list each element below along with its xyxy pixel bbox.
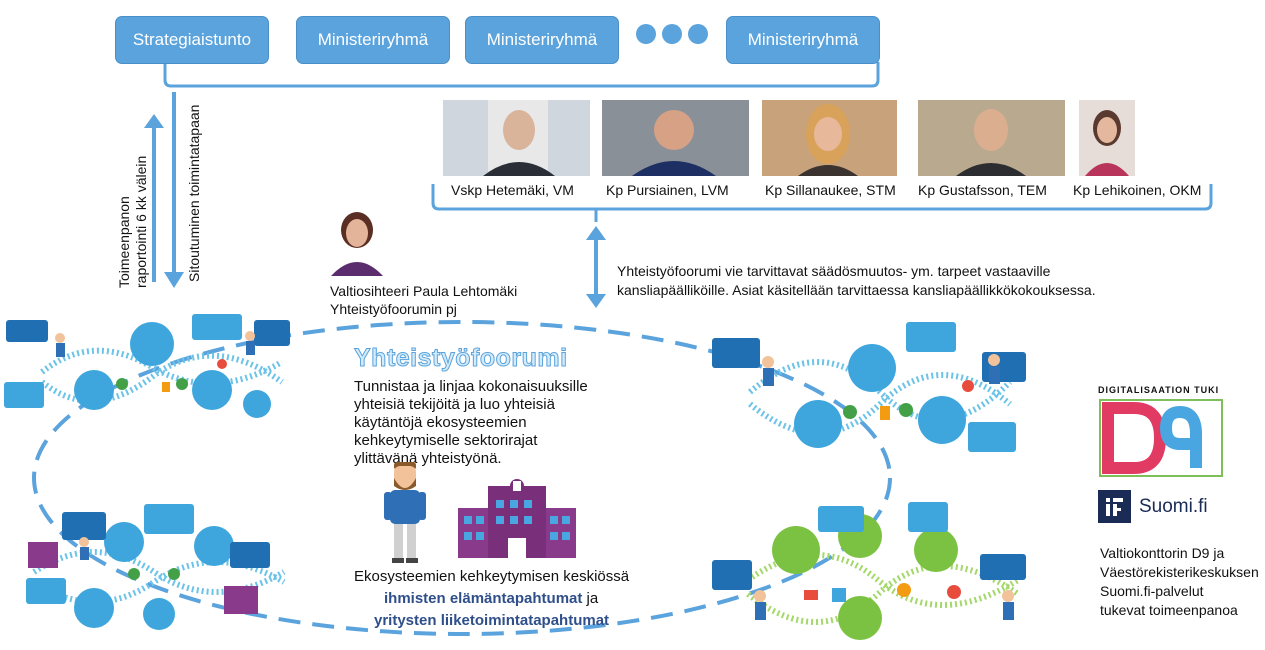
strategy-session-label: Strategiaistunto [132,30,252,49]
ecosystem-line2: ihmisten elämäntapahtumat ja [354,588,674,610]
support-note-line1: Valtiokonttorin D9 ja [1100,545,1225,561]
ecosystem-statement: Ekosysteemien kehkeytymisen keskiössä ih… [354,566,674,632]
ministry-group-box-2: Ministeriryhmä [465,16,619,64]
ellipsis-dot-2 [662,24,682,44]
official-name-3: Kp Sillanaukee, STM [765,182,896,198]
chair-caption-line1: Valtiosihteeri Paula Lehtomäki [330,283,518,299]
ministry-group-label-2: Ministeriryhmä [486,30,598,49]
d9-logo: D9 [998,285,1224,478]
citizen-figure [384,462,426,563]
ministry-group-label-3: Ministeriryhmä [747,30,859,49]
official-photo-5 [1079,100,1135,176]
ellipsis-dot-1 [636,24,656,44]
official-photo-3 [762,100,897,176]
forum-note-line1: Yhteistyöfoorumi vie tarvittavat säädösm… [617,263,1051,279]
ellipsis-dot-3 [688,24,708,44]
suomi-fi-icon [1098,490,1131,523]
ecosystem-line1: Ekosysteemien kehkeytymisen keskiössä [354,568,630,585]
ecosystem-life-events: ihmisten elämäntapahtumat [384,590,583,607]
official-photo-2 [602,100,749,176]
official-name-1: Vskp Hetemäki, VM [451,182,574,198]
suomi-fi-logo: Suomi.fi [1098,490,1208,523]
support-note-line3: Suomi.fi-palvelut [1100,583,1204,599]
suomi-fi-text: Suomi.fi [1139,495,1208,517]
forum-title: Yhteistyöfoorumi [354,344,568,373]
reporting-label-line1: Toimeenpanon [116,196,132,288]
hospital-building-icon [458,479,576,558]
infographic-top-left [2,312,292,422]
infographic-top-right [710,312,1028,462]
official-photo-4 [918,100,1065,176]
reporting-label-line2: raportointi 6 kk välein [133,155,149,288]
support-note-line2: Väestörekisterikeskuksen [1100,564,1259,580]
chair-caption-line2: Yhteistyöfoorumin pj [330,301,457,317]
forum-note-line2: kansliapäälliköille. Asiat käsitellään t… [617,282,1096,298]
strategy-session-box: Strategiaistunto [115,16,269,64]
official-photo-1 [443,100,590,176]
infographic-bottom-left [24,502,290,642]
ministry-group-box-3: Ministeriryhmä [726,16,880,64]
d9-label: DIGITALISAATION TUKI [1098,385,1220,395]
chair-photo [327,200,387,276]
ministry-group-box-1: Ministeriryhmä [296,16,450,64]
ecosystem-line3: yritysten liiketoimintatapahtumat [354,610,674,632]
support-note: Valtiokonttorin D9 ja Väestörekisterikes… [1100,544,1265,620]
ministry-group-label-1: Ministeriryhmä [317,30,429,49]
commitment-label: Sitoutuminen toimintatapaan [186,104,202,282]
infographic-bottom-right [708,500,1030,650]
official-name-2: Kp Pursiainen, LVM [606,182,729,198]
ecosystem-join: ja [582,590,599,607]
support-note-line4: tukevat toimeenpanoa [1100,602,1238,618]
official-name-4: Kp Gustafsson, TEM [918,182,1047,198]
official-name-5: Kp Lehikoinen, OKM [1073,182,1202,198]
ecosystem-business-events: yritysten liiketoimintatapahtumat [374,612,610,629]
forum-description: Tunnistaa ja linjaa kokonaisuuksille yht… [354,378,588,467]
